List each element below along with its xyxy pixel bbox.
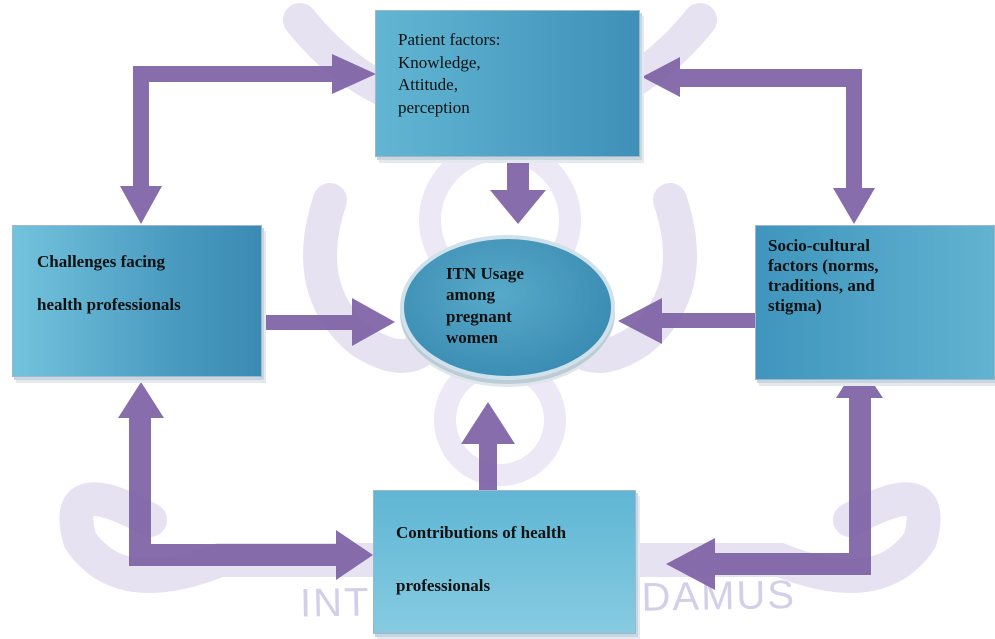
node-text-line: traditions, and [768, 276, 875, 296]
node-contributions-text: Contributions of health professionals [396, 507, 626, 612]
node-text-line: factors (norms, [768, 256, 879, 276]
node-socio-cultural-text: Socio-cultural factors (norms, tradition… [768, 236, 983, 316]
node-text-line: Challenges facing [37, 252, 165, 271]
node-text-line: ITN Usage [446, 264, 524, 283]
node-contributions: Contributions of health professionals [373, 490, 636, 634]
node-patient-factors-text: Patient factors: Knowledge, Attitude, pe… [398, 29, 628, 119]
arrow-socio-to-itn [618, 298, 757, 344]
node-socio-cultural: Socio-cultural factors (norms, tradition… [755, 225, 995, 380]
node-text-line: stigma) [768, 296, 822, 316]
node-challenges-text: Challenges facing health professionals [37, 241, 257, 326]
node-text-line: pregnant [446, 306, 512, 326]
node-itn-usage: ITN Usage among pregnant women [400, 235, 615, 380]
arrow-challenges-to-itn [254, 298, 395, 346]
node-text-line: Socio-cultural [768, 236, 870, 255]
node-patient-factors: Patient factors: Knowledge, Attitude, pe… [375, 10, 640, 157]
arrow-socio-contributions [666, 362, 883, 590]
node-text-line: Knowledge, [398, 52, 481, 72]
node-text-line: Contributions of health [396, 523, 567, 542]
arrow-patient-to-challenges [120, 54, 376, 224]
node-text-line: professionals [396, 575, 491, 595]
node-text-line: women [446, 327, 498, 347]
arrow-contributions-to-itn [461, 402, 515, 490]
node-challenges: Challenges facing health professionals [12, 225, 262, 377]
arrow-patient-to-itn [490, 158, 546, 224]
node-text-line: perception [398, 97, 470, 117]
arrow-patient-socio [642, 57, 875, 224]
node-text-line: Patient factors: [398, 30, 501, 49]
node-text-line: among [446, 285, 496, 305]
node-text-line: health professionals [37, 294, 181, 314]
node-itn-usage-text: ITN Usage among pregnant women [446, 263, 586, 348]
node-text-line: Attitude, [398, 75, 458, 95]
arrow-challenges-contributions [118, 382, 373, 580]
